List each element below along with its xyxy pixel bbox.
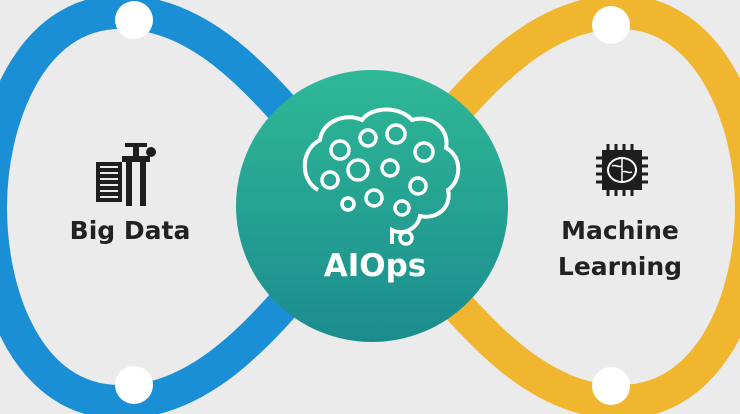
node-dot-top-right: [592, 6, 630, 44]
aiops-title: AIOps: [323, 248, 427, 284]
big-data-label: Big Data: [69, 216, 191, 245]
node-dot-top-left: [115, 1, 153, 39]
node-dot-bottom-right: [592, 367, 630, 405]
machine-learning-loop: [358, 0, 740, 414]
gear-brain-icon: [302, 107, 461, 246]
brain-chip-icon: [596, 144, 648, 196]
node-dot-bottom-left: [115, 366, 153, 404]
machine-label: Machine: [561, 216, 679, 245]
learning-label: Learning: [557, 252, 683, 281]
big-data-loop: [0, 0, 382, 414]
server-clamp-icon: [96, 143, 156, 206]
